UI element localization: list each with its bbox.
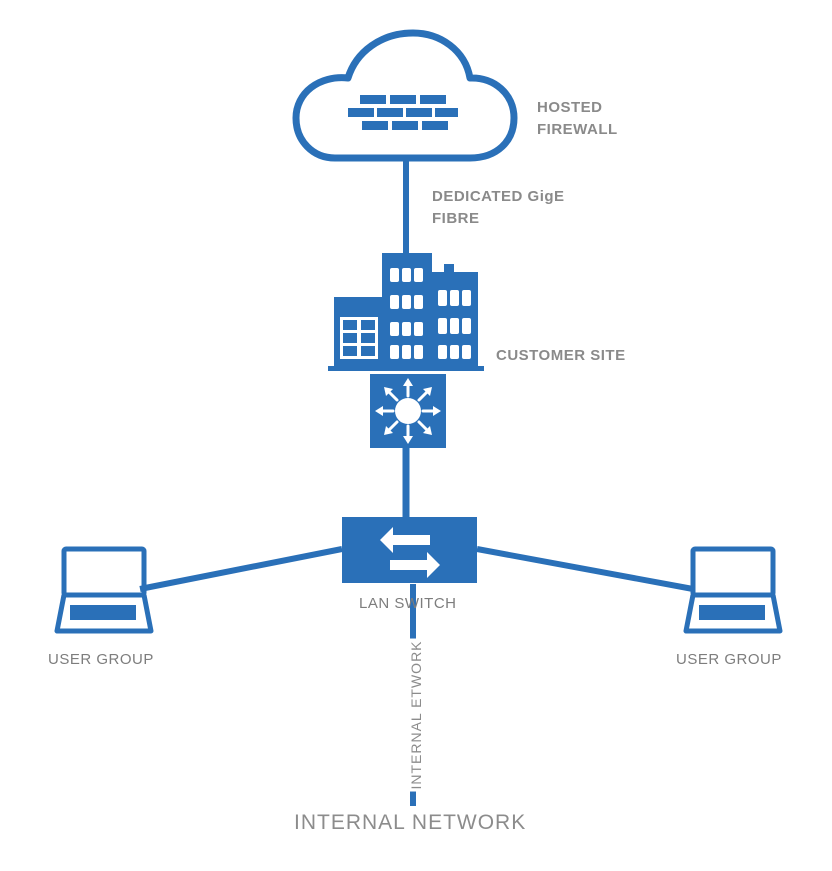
cloud-firewall-icon <box>292 29 518 162</box>
internal-network-label: INTERNAL NETWORK <box>294 811 527 834</box>
switch-icon <box>342 517 477 583</box>
user-group-right-label: USER GROUP <box>676 651 782 668</box>
user-group-left-label: USER GROUP <box>48 651 154 668</box>
internal-network-vertical-label: INTERNAL ETWORK <box>408 638 424 792</box>
fibre-link-label-line1: DEDICATED GigE <box>432 188 565 205</box>
buildings-icon <box>328 253 484 371</box>
switch-to-left-user-line <box>139 546 343 592</box>
firewall-label-line2: FIREWALL <box>537 121 618 138</box>
switch-to-right-user-line <box>476 546 694 592</box>
firewall-bricks <box>348 95 458 130</box>
laptop-icon-left <box>54 546 154 634</box>
firewall-label: HOSTED FIREWALL <box>537 97 618 141</box>
fibre-link-label-line2: FIBRE <box>432 210 480 227</box>
internal-network-vertical-label-box: INTERNAL ETWORK <box>404 638 428 792</box>
laptop-icon-right <box>683 546 783 634</box>
router-icon <box>370 374 446 448</box>
customer-site-label: CUSTOMER SITE <box>496 347 626 364</box>
lan-switch-label: LAN SWITCH <box>359 595 457 612</box>
firewall-label-line1: HOSTED <box>537 99 603 116</box>
fibre-link-label: DEDICATED GigE FIBRE <box>432 186 565 230</box>
